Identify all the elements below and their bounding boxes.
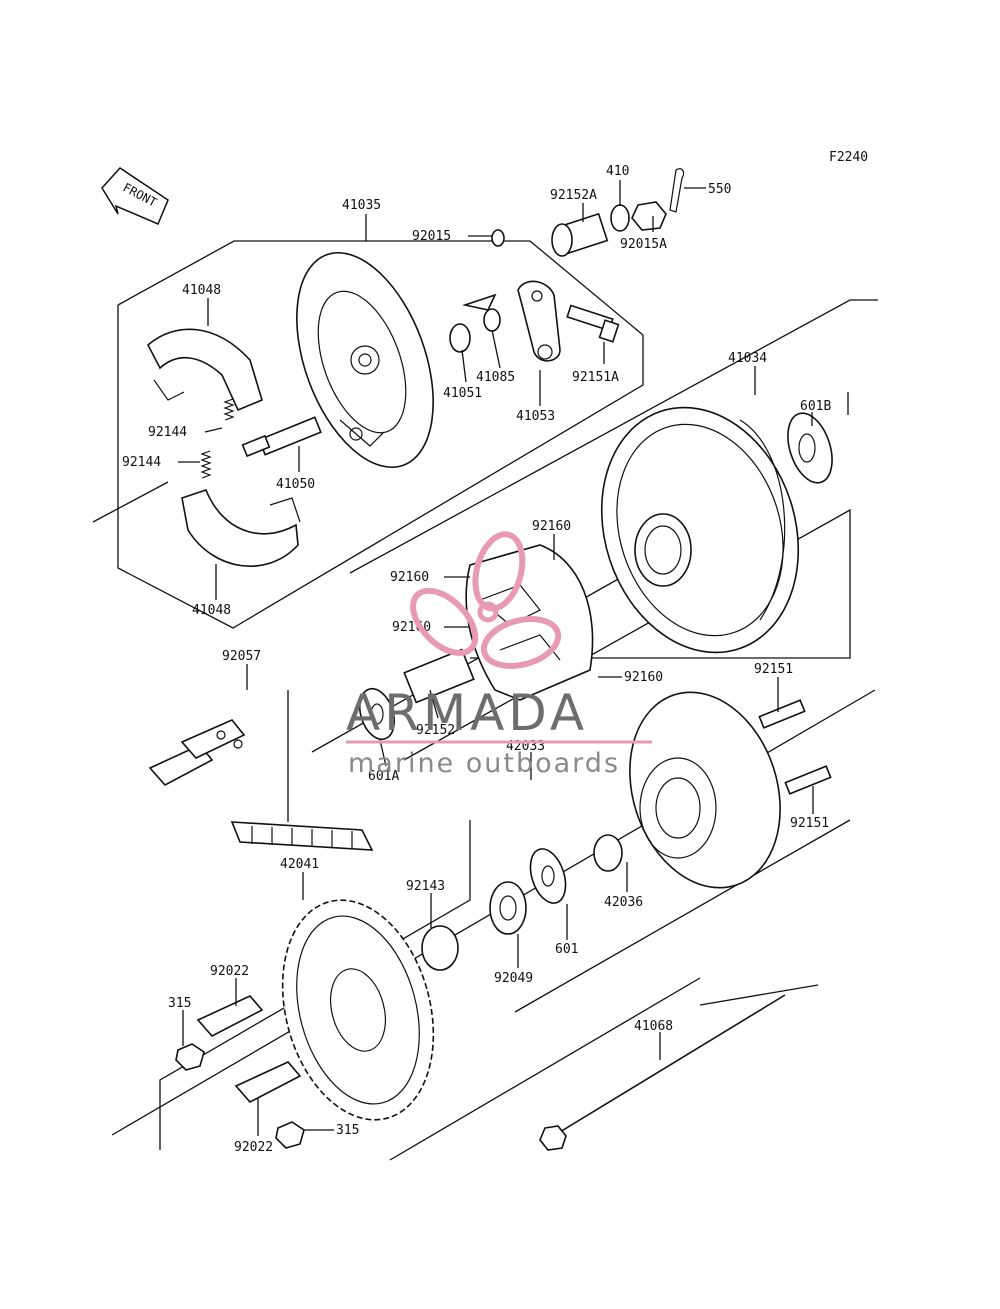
part-label: 41048 <box>182 283 221 298</box>
hub-damper-rubbers <box>465 544 594 701</box>
axle-spacers <box>421 834 623 971</box>
brake-shoe-lower <box>181 489 301 567</box>
part-label: 92160 <box>532 519 571 534</box>
part-label: 92152A <box>550 188 597 203</box>
part-label: 92022 <box>234 1140 273 1155</box>
part-label: 42041 <box>280 857 319 872</box>
part-label: 92152 <box>416 723 455 738</box>
part-label: 92144 <box>148 425 187 440</box>
drive-chain <box>230 821 374 851</box>
part-label: 92151 <box>790 816 829 831</box>
lock-washers-and-nuts <box>175 995 305 1149</box>
brake-shoe-upper <box>146 328 263 412</box>
axle-collar-and-nut <box>551 168 685 257</box>
part-label: 41048 <box>192 603 231 618</box>
part-label: 92151A <box>572 370 619 385</box>
part-label: 92151 <box>754 662 793 677</box>
part-label: 41053 <box>516 409 555 424</box>
part-label: 92015 <box>412 229 451 244</box>
brake-panel <box>296 251 434 469</box>
watermark-tagline: marine outboards <box>348 748 620 779</box>
part-label: 41085 <box>476 370 515 385</box>
part-label: 42036 <box>604 895 643 910</box>
part-label: 92015A <box>620 237 667 252</box>
propeller-logo-icon <box>410 531 562 669</box>
part-label: 92049 <box>494 971 533 986</box>
chain-master-link <box>148 719 246 787</box>
watermark-brand: ARMADA <box>346 684 588 742</box>
part-label: 41035 <box>342 198 381 213</box>
part-label: 92143 <box>406 879 445 894</box>
part-label: 315 <box>336 1123 359 1138</box>
rear-wheel-hub <box>600 406 800 654</box>
part-label: 41034 <box>728 351 767 366</box>
rear-axle <box>539 994 786 1151</box>
part-label: 41051 <box>443 386 482 401</box>
part-label: 410 <box>606 164 629 179</box>
part-label: 41050 <box>276 477 315 492</box>
part-label: 601 <box>555 942 578 957</box>
part-label: 92057 <box>222 649 261 664</box>
brake-camshaft <box>241 416 322 458</box>
part-label: 92144 <box>122 455 161 470</box>
sprocket-coupling <box>629 691 781 889</box>
front-direction-arrow: FRONT <box>101 167 169 225</box>
part-label: 601A <box>368 769 399 784</box>
rear-sprocket <box>281 899 435 1121</box>
leader-lines <box>178 180 814 1136</box>
coupling-bolts <box>758 699 832 795</box>
part-label: 550 <box>708 182 731 197</box>
collar-and-bearing-601a <box>358 648 475 741</box>
part-label: 601B <box>800 399 831 414</box>
part-label: 315 <box>168 996 191 1011</box>
part-labels: 41035 41048 92015 92152A 410 550 92015A … <box>122 164 831 1155</box>
figure-code: F2240 <box>829 150 868 165</box>
armada-watermark: ARMADA marine outboards <box>346 531 652 779</box>
part-label: 92160 <box>390 570 429 585</box>
part-label: 92160 <box>624 670 663 685</box>
part-label: 41068 <box>634 1019 673 1034</box>
brake-springs <box>200 398 235 479</box>
bearing-601b <box>787 412 833 484</box>
cam-lever-hardware <box>449 229 620 362</box>
part-label: 92022 <box>210 964 249 979</box>
